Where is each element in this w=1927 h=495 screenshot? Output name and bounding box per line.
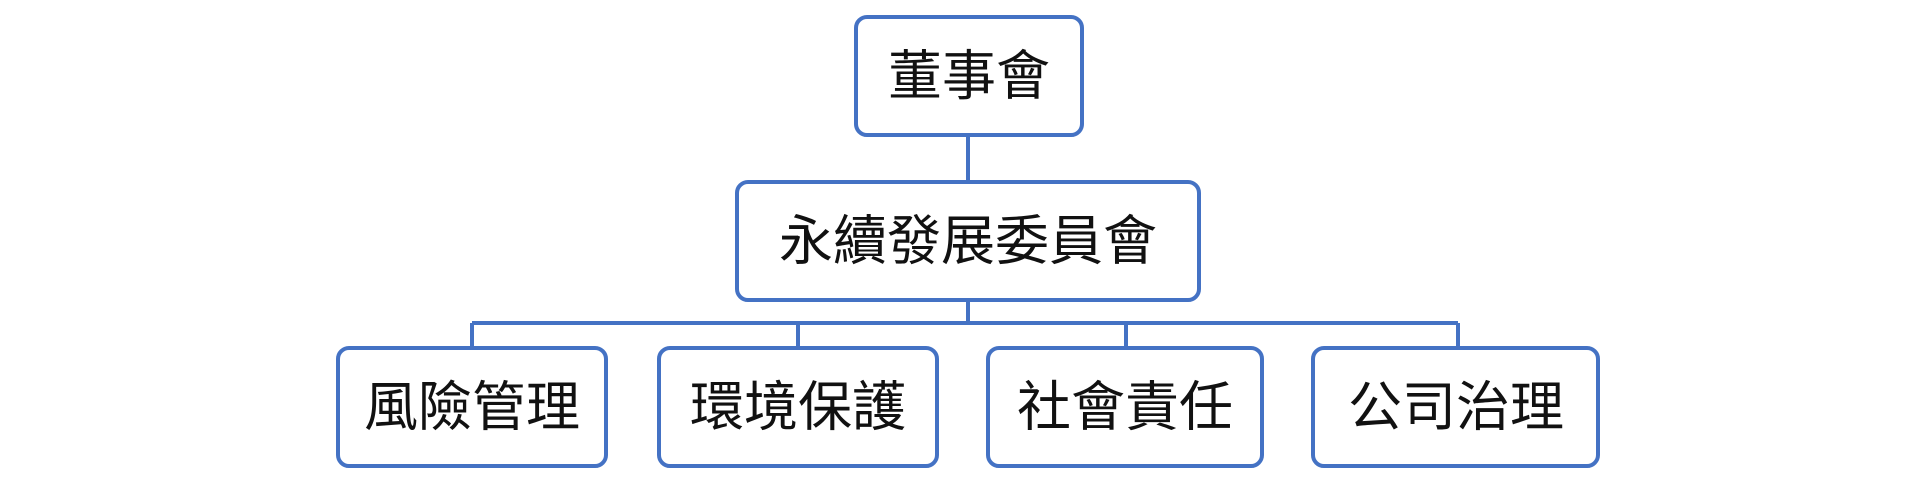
connectors bbox=[470, 135, 1460, 348]
node-risk-management-box bbox=[336, 346, 608, 468]
node-risk-management-label: 風險管理 bbox=[364, 376, 580, 439]
node-sustainability-committee-label: 永續發展委員會 bbox=[779, 210, 1157, 273]
node-environmental-protection: 環境保護 bbox=[657, 346, 939, 468]
node-social-responsibility-label: 社會責任 bbox=[1017, 376, 1233, 439]
node-social-responsibility: 社會責任 bbox=[986, 346, 1264, 468]
node-corporate-governance: 公司治理 bbox=[1311, 346, 1600, 468]
node-risk-management: 風險管理 bbox=[336, 346, 608, 468]
node-sustainability-committee: 永續發展委員會 bbox=[735, 180, 1201, 302]
node-environmental-protection-box bbox=[657, 346, 939, 468]
node-board-of-directors-box bbox=[854, 15, 1084, 137]
node-environmental-protection-label: 環境保護 bbox=[690, 376, 906, 439]
node-board-of-directors: 董事會 bbox=[854, 15, 1084, 137]
node-board-of-directors-label: 董事會 bbox=[888, 45, 1050, 108]
node-social-responsibility-box bbox=[986, 346, 1264, 468]
node-sustainability-committee-box bbox=[735, 180, 1201, 302]
node-corporate-governance-box bbox=[1311, 346, 1600, 468]
node-corporate-governance-label: 公司治理 bbox=[1348, 376, 1564, 439]
